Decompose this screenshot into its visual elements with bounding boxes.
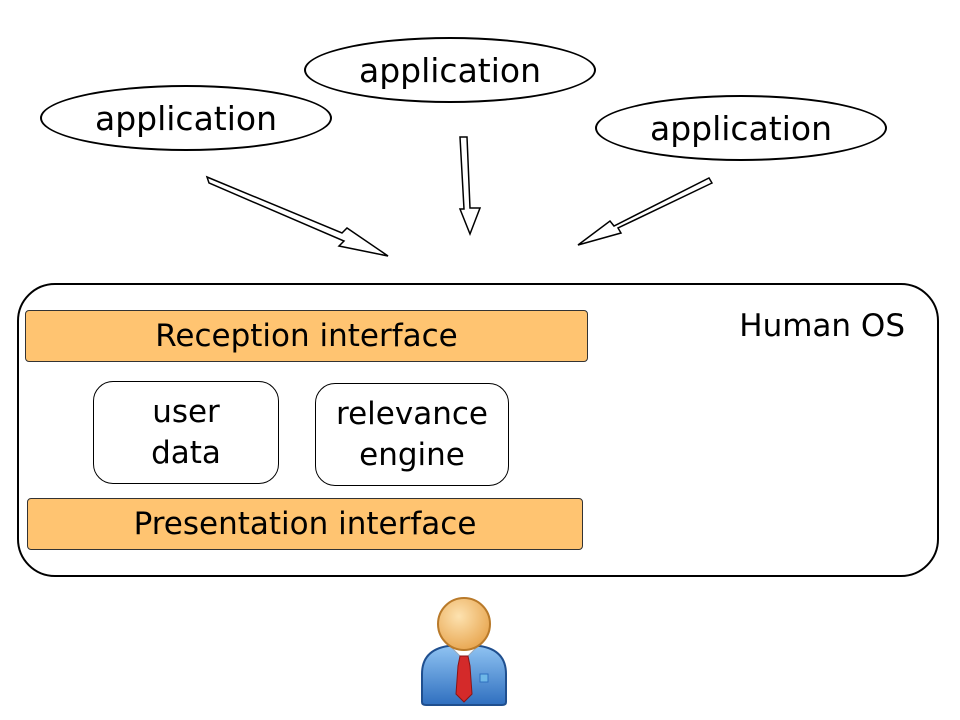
reception-interface-label: Reception interface [155, 318, 458, 354]
relevance-engine-line1: relevance [336, 396, 488, 433]
application-bubble-center: application [304, 37, 596, 103]
user-data-line1: user [152, 394, 220, 431]
application-label: application [94, 98, 278, 138]
relevance-engine-module: relevance engine [315, 383, 509, 486]
user-avatar-icon [421, 597, 507, 706]
user-data-line2: data [151, 434, 221, 471]
reception-interface: Reception interface [25, 310, 588, 362]
presentation-interface-label: Presentation interface [133, 506, 477, 542]
arrow-center [458, 136, 482, 237]
application-label: application [649, 108, 833, 148]
arrow-right [577, 177, 714, 246]
application-bubble-right: application [595, 95, 887, 161]
application-bubble-left: application [40, 85, 332, 151]
arrow-left [205, 175, 389, 257]
user-data-module: user data [93, 381, 279, 484]
human-os-label: Human OS [739, 308, 905, 344]
application-label: application [358, 50, 542, 90]
presentation-interface: Presentation interface [27, 498, 583, 550]
relevance-engine-line2: engine [359, 436, 465, 473]
human-os-container: Human OS Reception interface user data r… [17, 283, 939, 577]
